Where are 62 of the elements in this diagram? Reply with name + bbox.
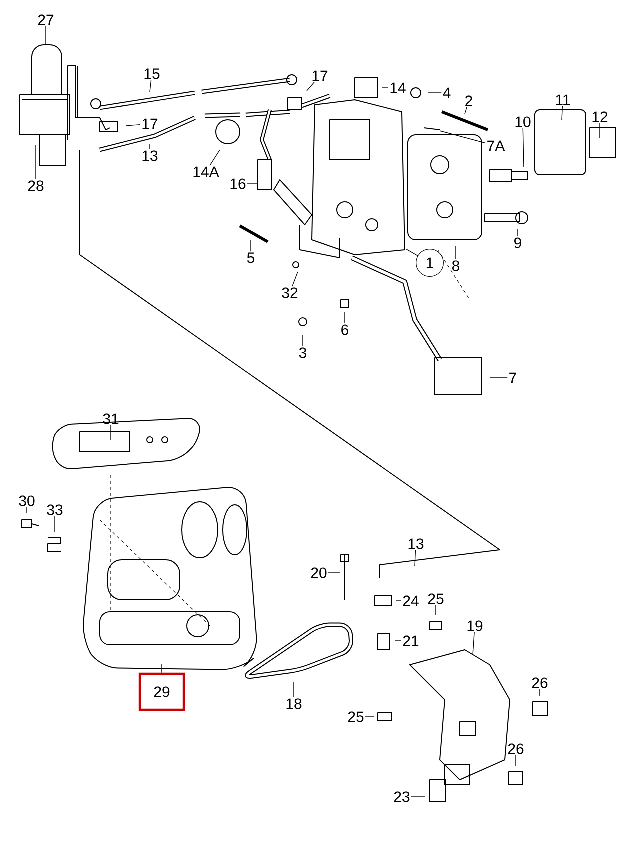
leader-line	[428, 92, 442, 94]
leader-line	[406, 248, 418, 256]
callout-number: 20	[311, 568, 327, 578]
callout-number: 25	[348, 712, 364, 722]
callout-number: 15	[144, 68, 160, 80]
callout-number: 5	[247, 252, 255, 264]
leader-line	[414, 550, 416, 566]
callout-number: 30	[19, 496, 35, 506]
callout-number: 10	[516, 116, 531, 128]
callout-number: 18	[286, 698, 302, 710]
callout-number: 2	[466, 96, 472, 106]
callout-number: 23	[394, 792, 410, 802]
callout-number: 9	[514, 238, 522, 248]
leader-line	[292, 272, 298, 287]
callout-number: 26	[508, 744, 524, 754]
callout-number: 17	[142, 118, 158, 130]
leader-line	[328, 572, 340, 574]
callout-number: 13	[408, 538, 424, 550]
callout-number: 6	[342, 324, 348, 336]
leader-line	[472, 632, 475, 656]
callout-number: 8	[452, 260, 460, 272]
leader-line	[464, 107, 468, 114]
leader-line	[250, 240, 252, 252]
callout-number: 16	[230, 178, 246, 190]
leader-line	[522, 128, 524, 168]
callout-number: 31	[103, 414, 119, 424]
framed-callout-number: 29	[138, 672, 186, 712]
callout-number: 33	[47, 504, 63, 516]
leader-line	[365, 716, 374, 718]
leader-line	[396, 600, 402, 602]
leader-line	[394, 640, 402, 642]
callout-number: 17	[312, 70, 328, 82]
callout-number: 26	[532, 678, 548, 688]
leader-line	[411, 796, 426, 798]
leader-line	[26, 507, 28, 514]
leader-line	[302, 334, 304, 347]
leader-line	[150, 80, 152, 92]
callout-number: 28	[28, 180, 44, 192]
leader-line	[344, 312, 346, 324]
callout-number: 7	[510, 372, 516, 384]
callout-number: 13	[142, 150, 158, 162]
leader-line	[110, 425, 112, 440]
callout-number: 27	[38, 14, 54, 26]
callout-number: 14	[390, 82, 406, 94]
leader-line	[562, 106, 564, 120]
callout-number: 19	[468, 620, 483, 632]
callout-number: 12	[592, 112, 608, 122]
callout-number: 24	[403, 596, 419, 606]
callout-number: 32	[282, 288, 298, 298]
leader-line	[126, 124, 141, 126]
callout-number: 25	[428, 594, 444, 604]
leader-line	[440, 130, 486, 144]
leader-line	[306, 82, 315, 92]
leader-line	[54, 516, 56, 532]
leader-line	[210, 150, 220, 166]
callout-number: 21	[403, 636, 419, 646]
callout-number: 11	[556, 94, 570, 106]
circled-callout-number: 1	[416, 249, 444, 277]
callout-number: 4	[443, 88, 451, 98]
callout-number: 7A	[488, 140, 506, 152]
callout-number: 3	[299, 348, 306, 358]
callout-number: 14A	[194, 166, 220, 178]
